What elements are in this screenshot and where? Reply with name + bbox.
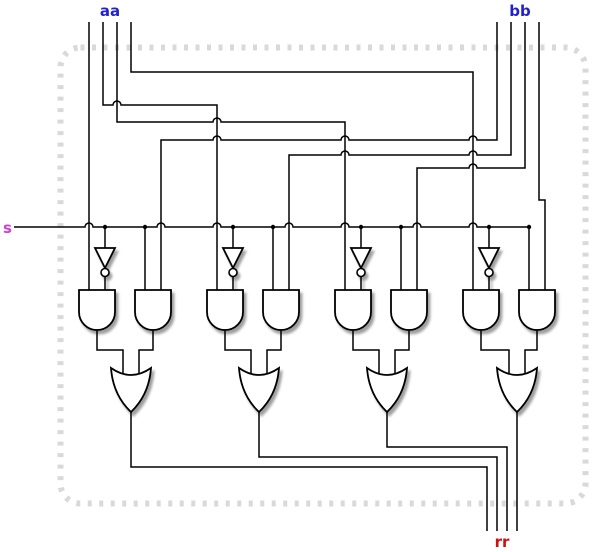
select-label: s xyxy=(3,219,12,237)
not-gate-1 xyxy=(93,247,117,290)
not-gate-4 xyxy=(477,247,501,290)
not-gate-bubble xyxy=(356,267,366,278)
and-gate-1b xyxy=(134,289,172,331)
wire-and2b-to-or2 xyxy=(266,330,282,375)
junction-dot xyxy=(358,224,364,230)
junction-dot xyxy=(486,224,492,230)
junction-dot xyxy=(102,224,108,230)
junction-dot xyxy=(142,224,148,230)
wire-and3a-to-or3 xyxy=(352,330,380,375)
module-boundary xyxy=(57,44,589,507)
and-gate-2b xyxy=(262,289,300,331)
wire-and3b-to-or3 xyxy=(394,330,410,375)
or-gate-3 xyxy=(365,366,409,414)
wire-or3-to-rr xyxy=(386,412,508,531)
wire-and1a-to-or1 xyxy=(96,330,124,375)
wire-or2-to-rr xyxy=(258,412,498,531)
and-gate-1a xyxy=(78,289,116,331)
not-gate-triangle xyxy=(93,247,117,271)
not-gate-triangle xyxy=(221,247,245,271)
or-gate-1 xyxy=(109,366,153,414)
input-b-label: bb xyxy=(509,2,531,20)
gates xyxy=(78,247,556,414)
wire-and4b-to-or4 xyxy=(524,330,538,375)
wire-bb-bit3 xyxy=(538,22,546,290)
junction-dot xyxy=(230,224,236,230)
wire-aa-bit1 xyxy=(102,22,218,290)
not-gate-2 xyxy=(221,247,245,290)
wire-bb-bit1 xyxy=(288,22,512,290)
wire-and1b-to-or1 xyxy=(138,330,154,375)
and-gate-3b xyxy=(390,289,428,331)
and-gate-4a xyxy=(462,289,500,331)
wires xyxy=(14,22,546,531)
input-a-label: aa xyxy=(100,2,120,20)
wire-and2a-to-or2 xyxy=(224,330,252,375)
not-gate-triangle xyxy=(477,247,501,271)
wire-or1-to-rr xyxy=(130,412,488,531)
wire-bb-bit0 xyxy=(160,22,498,290)
junction-dot xyxy=(398,224,404,230)
wire-aa-bit2 xyxy=(116,22,346,290)
not-gate-bubble xyxy=(228,267,238,278)
wire-select xyxy=(14,222,529,228)
or-gate-2 xyxy=(237,366,281,414)
wire-and4a-to-or4 xyxy=(480,330,510,375)
and-gate-2a xyxy=(206,289,244,331)
wire-aa-bit3 xyxy=(130,22,474,290)
not-gate-triangle xyxy=(349,247,373,271)
not-gate-bubble xyxy=(100,267,110,278)
and-gate-4b xyxy=(518,289,556,331)
or-gate-4 xyxy=(495,366,539,414)
and-gate-3a xyxy=(334,289,372,331)
not-gate-bubble xyxy=(484,267,494,278)
wire-bb-bit2 xyxy=(416,22,526,290)
output-label: rr xyxy=(495,533,510,551)
not-gate-3 xyxy=(349,247,373,290)
junction-dot xyxy=(270,224,276,230)
junction-dot xyxy=(526,224,532,230)
